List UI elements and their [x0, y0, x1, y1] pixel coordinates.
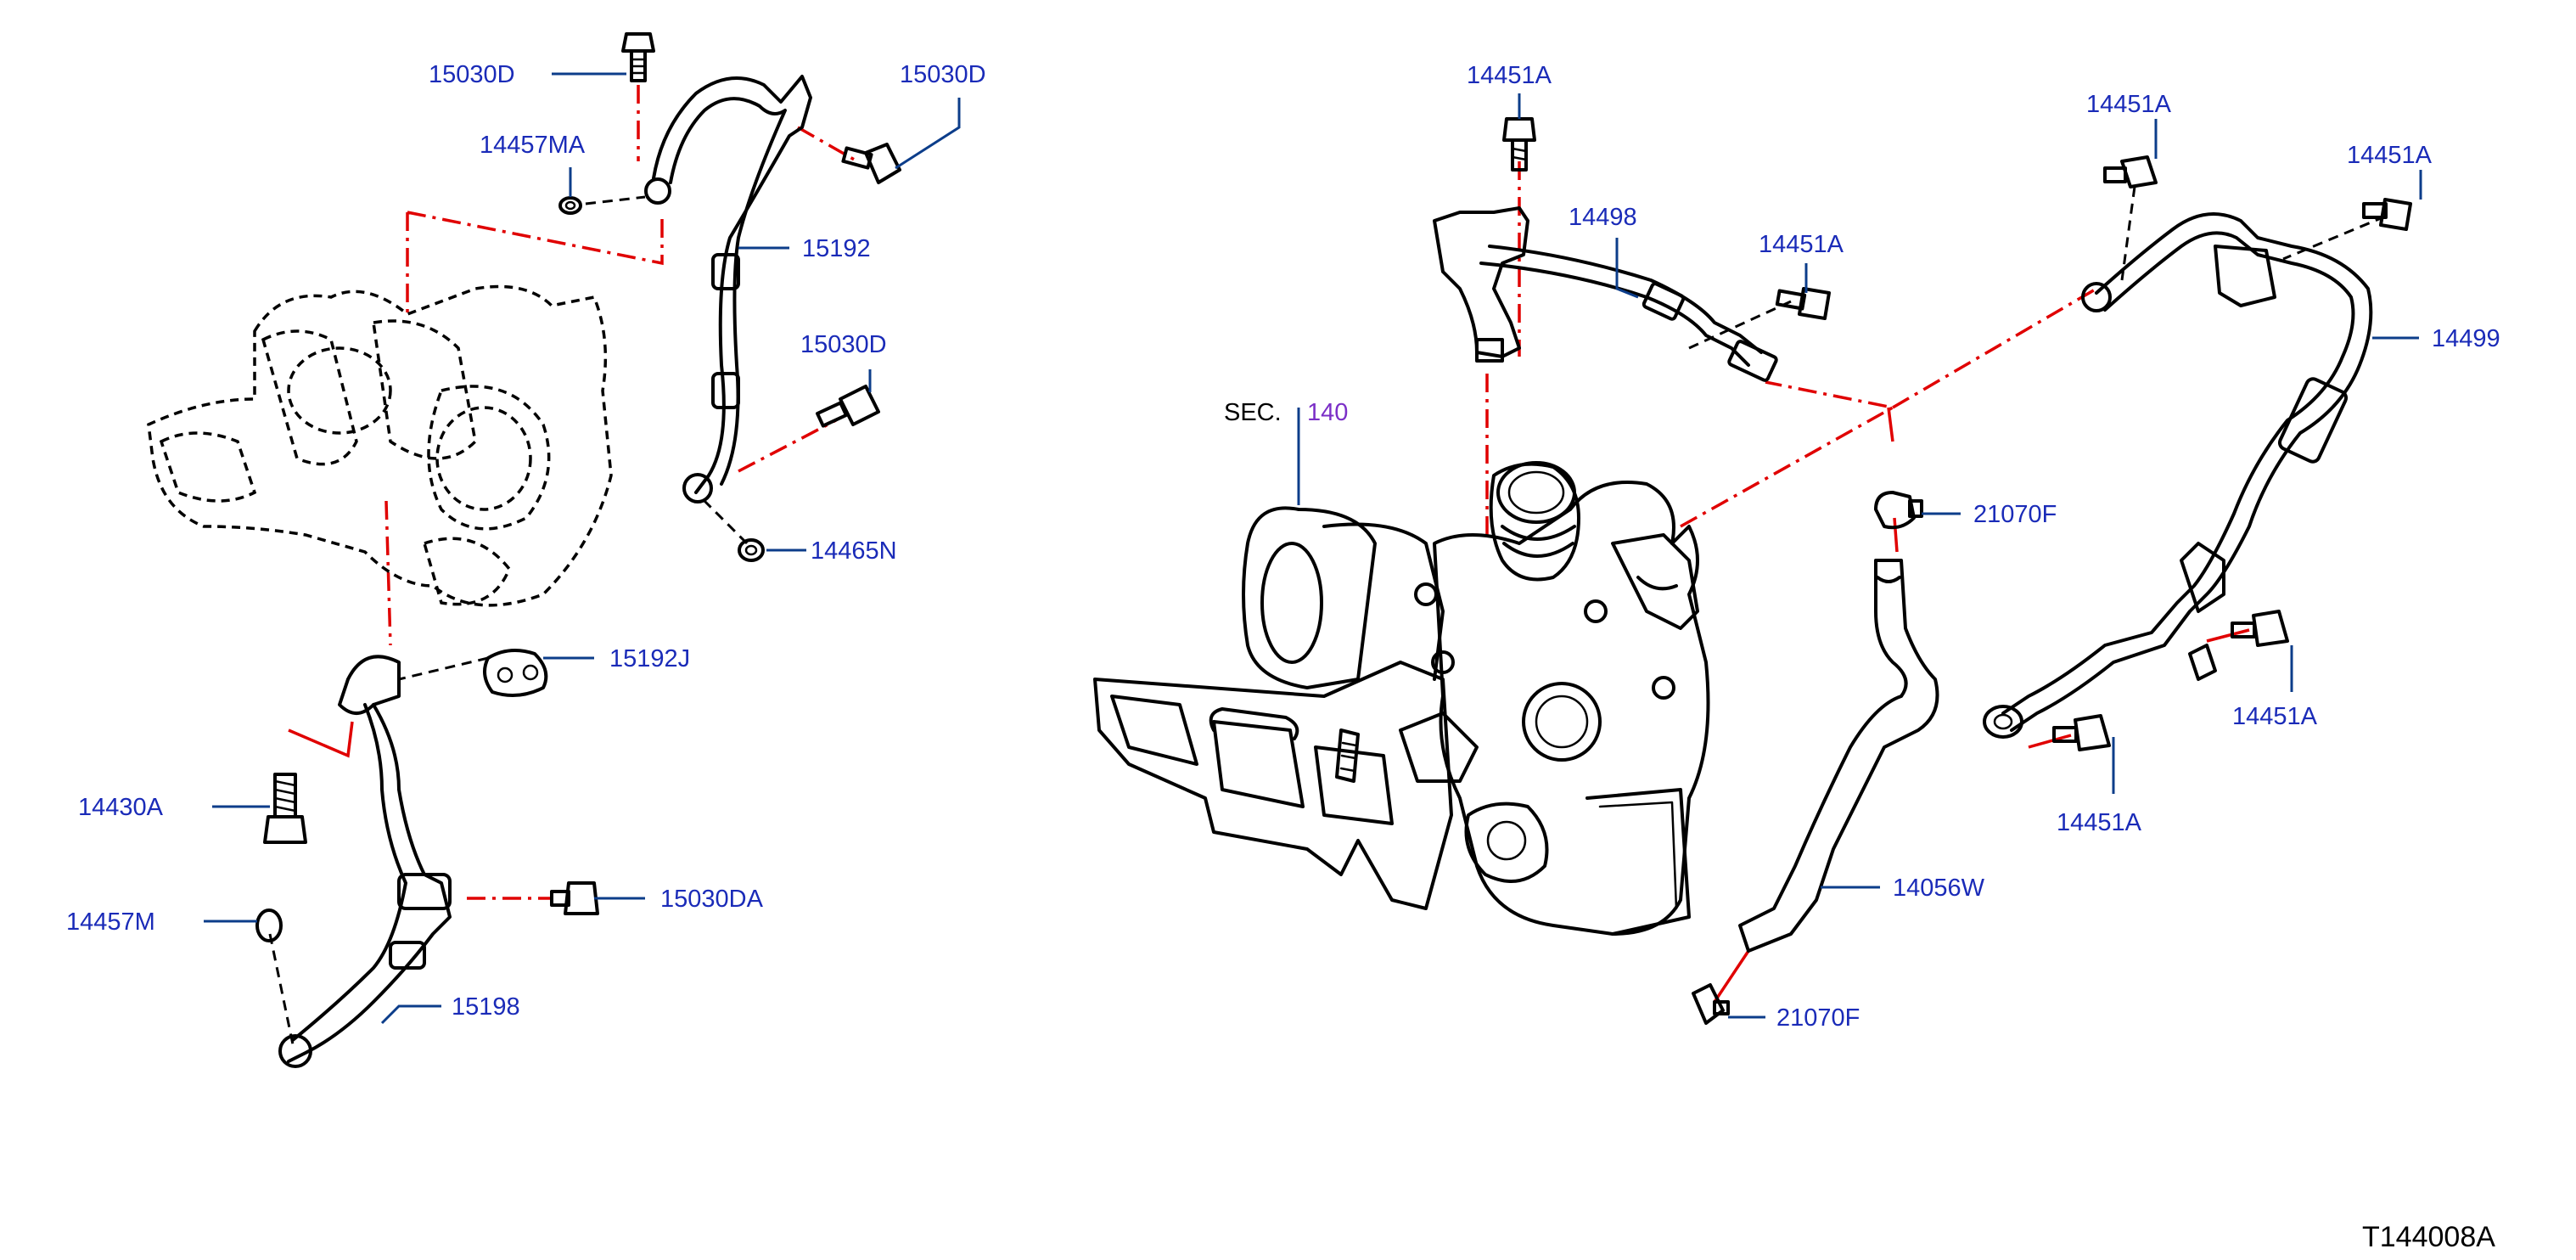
connector-15030d-right [797, 126, 858, 163]
callout-15030da: 15030DA [660, 886, 764, 913]
callout-14451a-b: 14451A [1759, 231, 1844, 258]
exhaust-manifold-turbo [1093, 461, 1710, 936]
callout-15030d-mid: 15030D [800, 331, 887, 358]
bolt-14451a-top [1502, 117, 1536, 172]
callout-14498: 14498 [1569, 204, 1637, 231]
callout-14451a-d: 14451A [2347, 142, 2433, 169]
hose-14056w [1738, 559, 1939, 953]
callout-21070f-top: 21070F [1973, 501, 2057, 528]
connector-21070f-top [1887, 407, 1894, 442]
sec-prefix: SEC. [1224, 399, 1282, 426]
connector-hose-top [1893, 517, 1899, 553]
water-tube-14498 [1433, 206, 1778, 382]
assembly-14465n [703, 499, 749, 545]
callout-14451a-right: 14451A [2232, 703, 2318, 730]
water-tube-14499 [1983, 212, 2373, 739]
washer-14465n [738, 538, 765, 562]
bolt-14451a-c [2103, 155, 2158, 188]
clamp-21070f-top [1874, 491, 1923, 530]
callout-15192j: 15192J [609, 645, 690, 672]
washer-14457ma [558, 196, 582, 215]
engine-block-phantom [147, 284, 613, 607]
callout-14451a-low: 14451A [2057, 809, 2142, 836]
callout-15030d-right: 15030D [900, 61, 986, 88]
callout-15030d-top: 15030D [429, 61, 515, 88]
connector-21070f-bottom [1713, 950, 1750, 1003]
callout-14457m: 14457M [66, 908, 155, 936]
bolt-14451a-low [2052, 714, 2111, 751]
callout-14465n: 14465N [811, 537, 897, 565]
callout-21070f-bottom: 21070F [1776, 1004, 1860, 1032]
bolt-15030d-right [841, 143, 901, 184]
connector-lines [288, 85, 2250, 1003]
sec-number-link[interactable]: 140 [1307, 399, 1348, 426]
connector-engine-bracket [406, 211, 664, 314]
assembly-15192j [398, 656, 489, 681]
connector-engine-pipe [384, 500, 392, 646]
callout-14457ma: 14457MA [480, 132, 586, 159]
callout-14430a: 14430A [78, 794, 164, 821]
callout-14451a-c: 14451A [2086, 91, 2172, 118]
bolt-15030da [550, 881, 599, 915]
callout-15198: 15198 [452, 993, 520, 1021]
callout-14451a-top: 14451A [1467, 62, 1552, 89]
clamp-21070f-bottom [1692, 983, 1730, 1025]
stud-14430a [263, 773, 307, 844]
bolt-14451a-b [1775, 287, 1831, 320]
bolt-14451a-right [2231, 610, 2289, 647]
callout-labels: 15030D 15030D 14457MA 15192 15030D 14465… [66, 61, 2500, 1253]
connector-15030d-mid [738, 419, 837, 473]
connector-turbo-right [1680, 380, 1897, 528]
bolt-15030d-mid [816, 385, 880, 428]
bolt-14451a-d [2362, 198, 2412, 231]
connector-14451a-right [2206, 628, 2250, 643]
callout-14499: 14499 [2432, 325, 2500, 352]
assembly-14457m [268, 933, 295, 1045]
connector-14430a [288, 721, 354, 758]
gasket-15192j [483, 649, 548, 697]
assembly-14451a-b [1688, 300, 1792, 350]
oil-feed-tube-15192 [644, 75, 812, 503]
callout-14056w: 14056W [1893, 875, 1985, 902]
connector-14499-left [1892, 287, 2097, 409]
connector-14451a-low [2028, 734, 2072, 749]
bolt-15030d-top [621, 32, 655, 82]
assembly-lines [268, 186, 2386, 1045]
assembly-14451a-d [2282, 215, 2386, 261]
assembly-14457ma [585, 195, 646, 205]
seal-14457m [255, 908, 283, 942]
oil-return-tube-15198 [278, 655, 452, 1068]
callout-15192: 15192 [802, 235, 871, 262]
leader-lines [204, 72, 2422, 1025]
diagram-id: T144008A [2362, 1221, 2495, 1253]
